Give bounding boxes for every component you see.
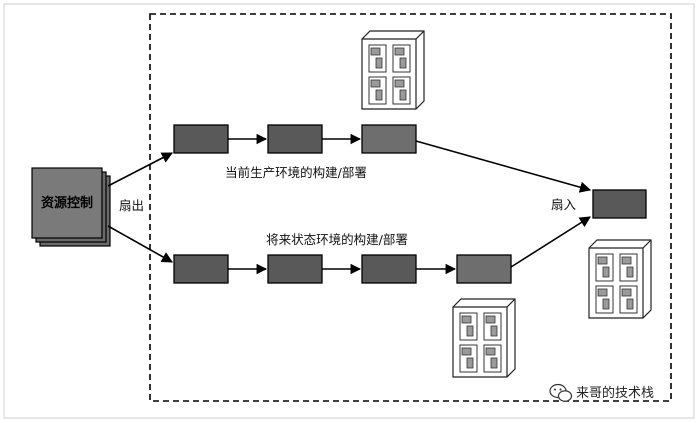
source-control-box (31, 167, 103, 239)
bottom-stage-2 (267, 254, 323, 284)
arrow-icon (107, 225, 173, 263)
top-stage-3 (361, 124, 417, 154)
fan-out-label: 扇出 (119, 198, 144, 213)
top-stage-2 (267, 124, 323, 154)
server-rack-icon (361, 30, 425, 110)
fan-in-stage (592, 189, 647, 219)
watermark: 来哥的技术栈 (549, 383, 654, 402)
arrow-icon (107, 152, 173, 187)
source-control-stack: 资源控制 (31, 167, 111, 247)
wechat-icon (549, 383, 573, 402)
top-pipeline: 当前生产环境的构建/部署 (173, 124, 417, 180)
outer-frame (3, 3, 695, 419)
environment-boundary (149, 13, 672, 402)
arrow-icon (510, 216, 591, 268)
bottom-pipeline: 将来状态环境的构建/部署 (173, 232, 512, 284)
fan-in-label: 扇入 (551, 197, 577, 212)
arrow-icon (415, 140, 592, 193)
bottom-stage-3 (361, 254, 417, 284)
source-control-label: 资源控制 (41, 195, 93, 211)
top-stage-1 (173, 124, 229, 154)
top-pipeline-label: 当前生产环境的构建/部署 (225, 165, 367, 180)
bottom-pipeline-label: 将来状态环境的构建/部署 (266, 232, 408, 247)
bottom-stage-1 (173, 254, 229, 284)
server-rack-icon (588, 239, 652, 319)
server-rack-icon (452, 298, 516, 378)
bottom-stage-4 (456, 254, 512, 284)
watermark-text: 来哥的技术栈 (576, 385, 654, 401)
